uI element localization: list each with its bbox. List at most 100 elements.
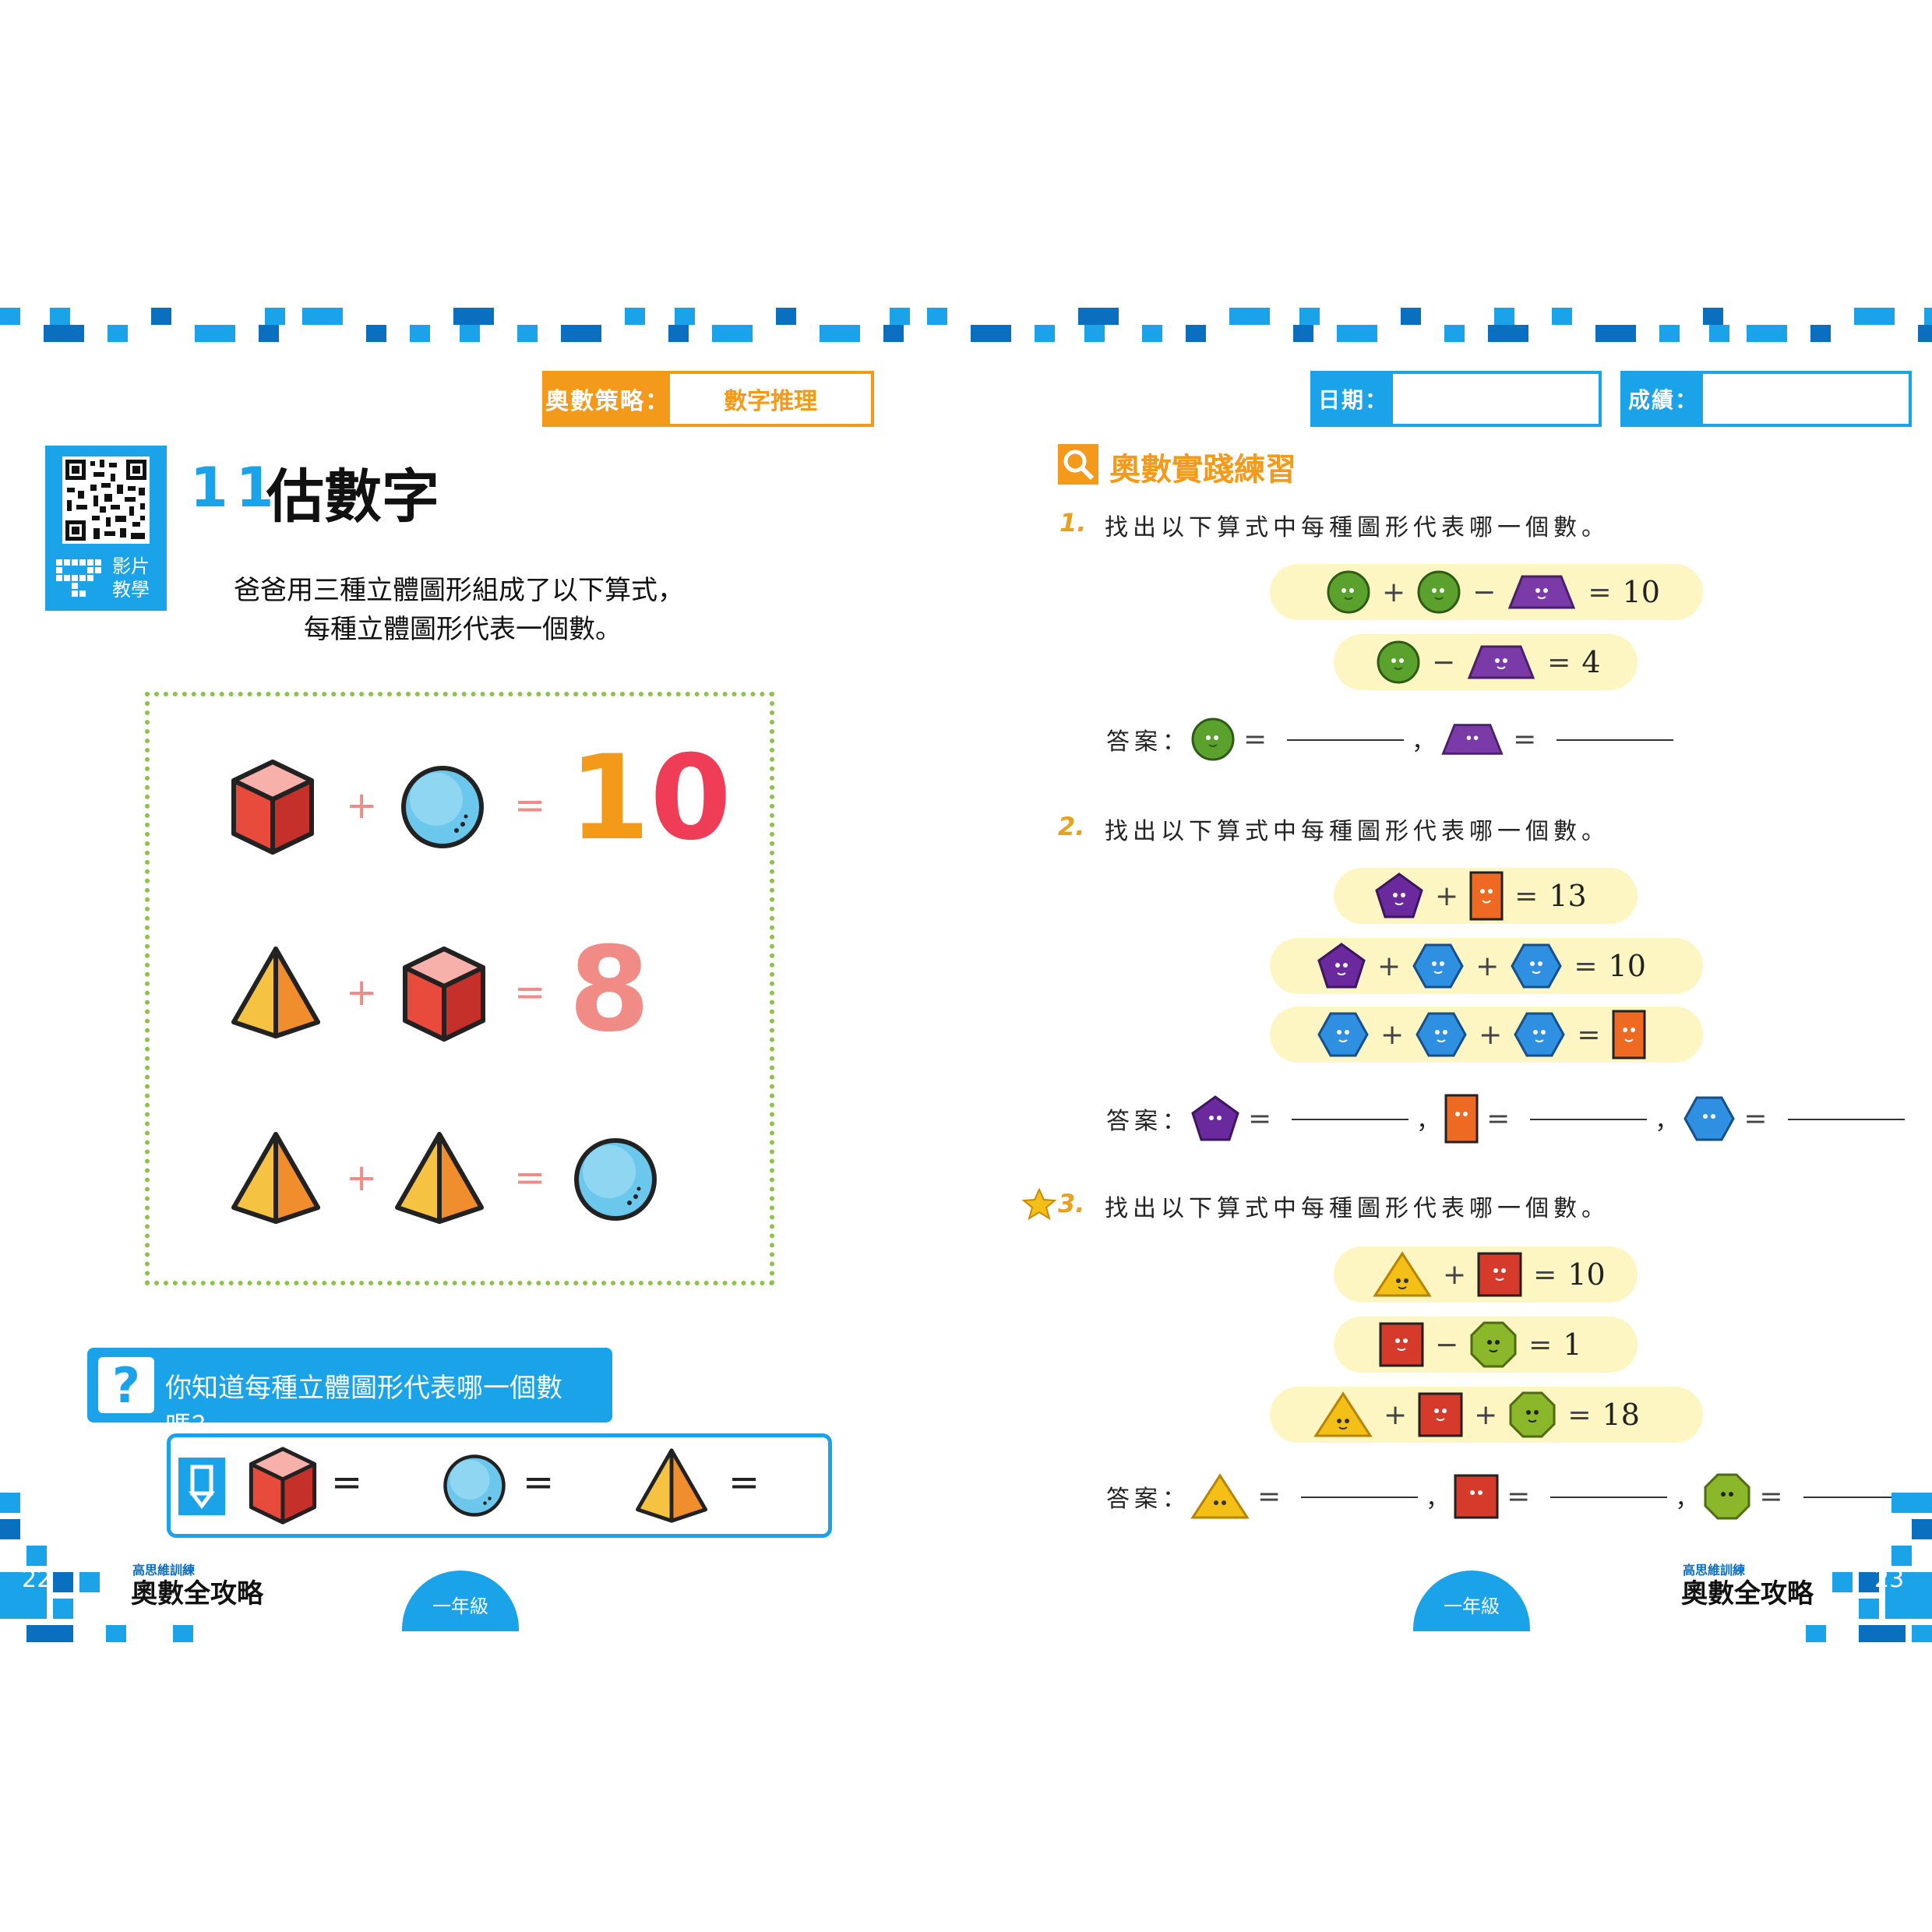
answer-slot-sphere[interactable] bbox=[560, 1465, 638, 1506]
q3-eq1-result: 10 bbox=[1567, 1257, 1606, 1292]
right-grade-label: 一年級 bbox=[1444, 1595, 1500, 1617]
puzzle-plus: + bbox=[346, 784, 378, 827]
q3-text: 找出以下算式中每種圖形代表哪一個數。 bbox=[1105, 1195, 1609, 1222]
pixel-block bbox=[410, 325, 430, 342]
plus-sign: + bbox=[1475, 950, 1500, 982]
pixel-block bbox=[1084, 325, 1105, 342]
comma: ， bbox=[1675, 1486, 1704, 1513]
date-field[interactable]: 日期： bbox=[1310, 371, 1602, 427]
pixel-block bbox=[108, 325, 128, 342]
equals-sign: = bbox=[1743, 1102, 1772, 1135]
pixel-block bbox=[561, 325, 601, 342]
green-circle-icon bbox=[1377, 640, 1420, 684]
comma: ， bbox=[1655, 1108, 1683, 1135]
equals-sign: = bbox=[1514, 880, 1539, 912]
question-mark-icon: ? bbox=[98, 1357, 154, 1414]
purple-trapezoid-icon bbox=[1467, 645, 1535, 679]
pixel-block bbox=[1924, 308, 1932, 325]
puzzle-result-8: 8 bbox=[569, 922, 650, 1058]
brand-small: 高思維訓練 bbox=[1683, 1563, 1746, 1578]
pixel-block bbox=[1444, 325, 1465, 342]
yellow-triangle-icon bbox=[1190, 1473, 1250, 1519]
pixel-block bbox=[971, 325, 1011, 342]
puzzle-result-10: 10 bbox=[569, 731, 732, 866]
comma: ， bbox=[1426, 1486, 1454, 1513]
q3-number: 3. bbox=[1058, 1189, 1085, 1218]
puzzle-equals: = bbox=[514, 971, 546, 1014]
left-grade-tab: 一年級 bbox=[402, 1571, 519, 1631]
green-circle-icon bbox=[1191, 717, 1235, 761]
question-text: 你知道每種立體圖形代表哪一個數嗎？ bbox=[165, 1373, 562, 1442]
intro-line-2: 每種立體圖形代表一個數。 bbox=[304, 614, 622, 645]
puzzle-plus: + bbox=[346, 971, 378, 1014]
answer-blank[interactable] bbox=[1301, 1495, 1419, 1498]
equals-sign: = bbox=[1759, 1480, 1788, 1513]
orange-rectangle-icon bbox=[1469, 871, 1504, 921]
minus-sign: − bbox=[1432, 646, 1456, 679]
answer-blank[interactable] bbox=[1803, 1495, 1920, 1498]
pixel-block bbox=[1552, 308, 1572, 325]
q3-equation-1: + = 10 bbox=[1334, 1246, 1638, 1303]
video-qr-block[interactable]: 影片 教學 bbox=[45, 446, 167, 611]
brand-small: 高思維訓練 bbox=[132, 1563, 196, 1578]
pixel-block bbox=[302, 308, 343, 325]
pyramid-icon bbox=[395, 1132, 484, 1224]
answer-blank[interactable] bbox=[1787, 1117, 1905, 1120]
comma: ， bbox=[1416, 1108, 1445, 1135]
pixel-block bbox=[883, 325, 904, 342]
answer-blank[interactable] bbox=[1292, 1117, 1409, 1120]
pixel-block bbox=[820, 325, 860, 342]
plus-sign: + bbox=[1384, 1398, 1408, 1431]
answer-blank[interactable] bbox=[1557, 738, 1674, 741]
answer-equals-cube: = bbox=[331, 1461, 363, 1504]
pixel-block bbox=[1401, 308, 1421, 325]
q2-eq2-result: 10 bbox=[1608, 949, 1646, 983]
score-label: 成績： bbox=[1624, 374, 1703, 424]
q1-equation-2: − = 4 bbox=[1334, 634, 1638, 690]
pixel-block bbox=[1299, 308, 1320, 325]
pixel-block bbox=[1186, 325, 1206, 342]
cube-icon bbox=[249, 1447, 317, 1525]
answer-blank[interactable] bbox=[1287, 738, 1405, 741]
pyramid-icon bbox=[636, 1448, 707, 1523]
equals-sign: = bbox=[1574, 950, 1598, 982]
q1-equation-1: + − = 10 bbox=[1270, 564, 1703, 620]
video-label-line-2: 教學 bbox=[112, 579, 150, 601]
green-octagon-icon bbox=[1704, 1473, 1750, 1520]
pixel-block bbox=[776, 308, 796, 325]
plus-sign: + bbox=[1479, 1018, 1503, 1051]
minus-sign: − bbox=[1435, 1328, 1459, 1361]
score-input[interactable] bbox=[1703, 374, 1909, 424]
pixel-block bbox=[259, 325, 279, 342]
pixel-block bbox=[1595, 325, 1636, 342]
answer-blank[interactable] bbox=[1530, 1117, 1648, 1120]
pixel-block bbox=[195, 325, 235, 342]
answer-equals-pyramid: = bbox=[728, 1461, 760, 1504]
plus-sign: + bbox=[1435, 880, 1459, 912]
red-square-icon bbox=[1418, 1392, 1463, 1437]
pixel-block bbox=[151, 308, 171, 325]
qr-code-icon[interactable] bbox=[62, 457, 150, 544]
answer-slot-pyramid[interactable] bbox=[766, 1465, 825, 1506]
blue-hexagon-icon bbox=[1412, 943, 1464, 989]
answer-blank[interactable] bbox=[1550, 1495, 1668, 1498]
blue-hexagon-icon bbox=[1317, 1012, 1369, 1057]
date-input[interactable] bbox=[1393, 374, 1599, 424]
green-octagon-icon bbox=[1509, 1391, 1556, 1438]
cube-icon bbox=[231, 760, 314, 855]
equals-sign: = bbox=[1486, 1102, 1515, 1135]
blue-hexagon-icon bbox=[1511, 943, 1563, 989]
pyramid-icon bbox=[231, 1132, 320, 1224]
strategy-tag: 奧數策略： 數字推理 bbox=[542, 371, 874, 427]
red-square-icon bbox=[1379, 1322, 1424, 1367]
answer-label: 答案： bbox=[1106, 1486, 1190, 1513]
purple-trapezoid-icon bbox=[1508, 575, 1576, 609]
q2-equation-2: + + = 10 bbox=[1270, 938, 1703, 994]
equals-sign: = bbox=[1533, 1258, 1557, 1291]
q2-text: 找出以下算式中每種圖形代表哪一個數。 bbox=[1105, 818, 1609, 845]
score-field[interactable]: 成績： bbox=[1620, 371, 1912, 427]
pixel-block bbox=[1747, 325, 1787, 342]
plus-sign: + bbox=[1382, 576, 1406, 608]
yellow-triangle-icon bbox=[1373, 1251, 1432, 1297]
intro-line-1: 爸爸用三種立體圖形組成了以下算式， bbox=[234, 575, 684, 606]
